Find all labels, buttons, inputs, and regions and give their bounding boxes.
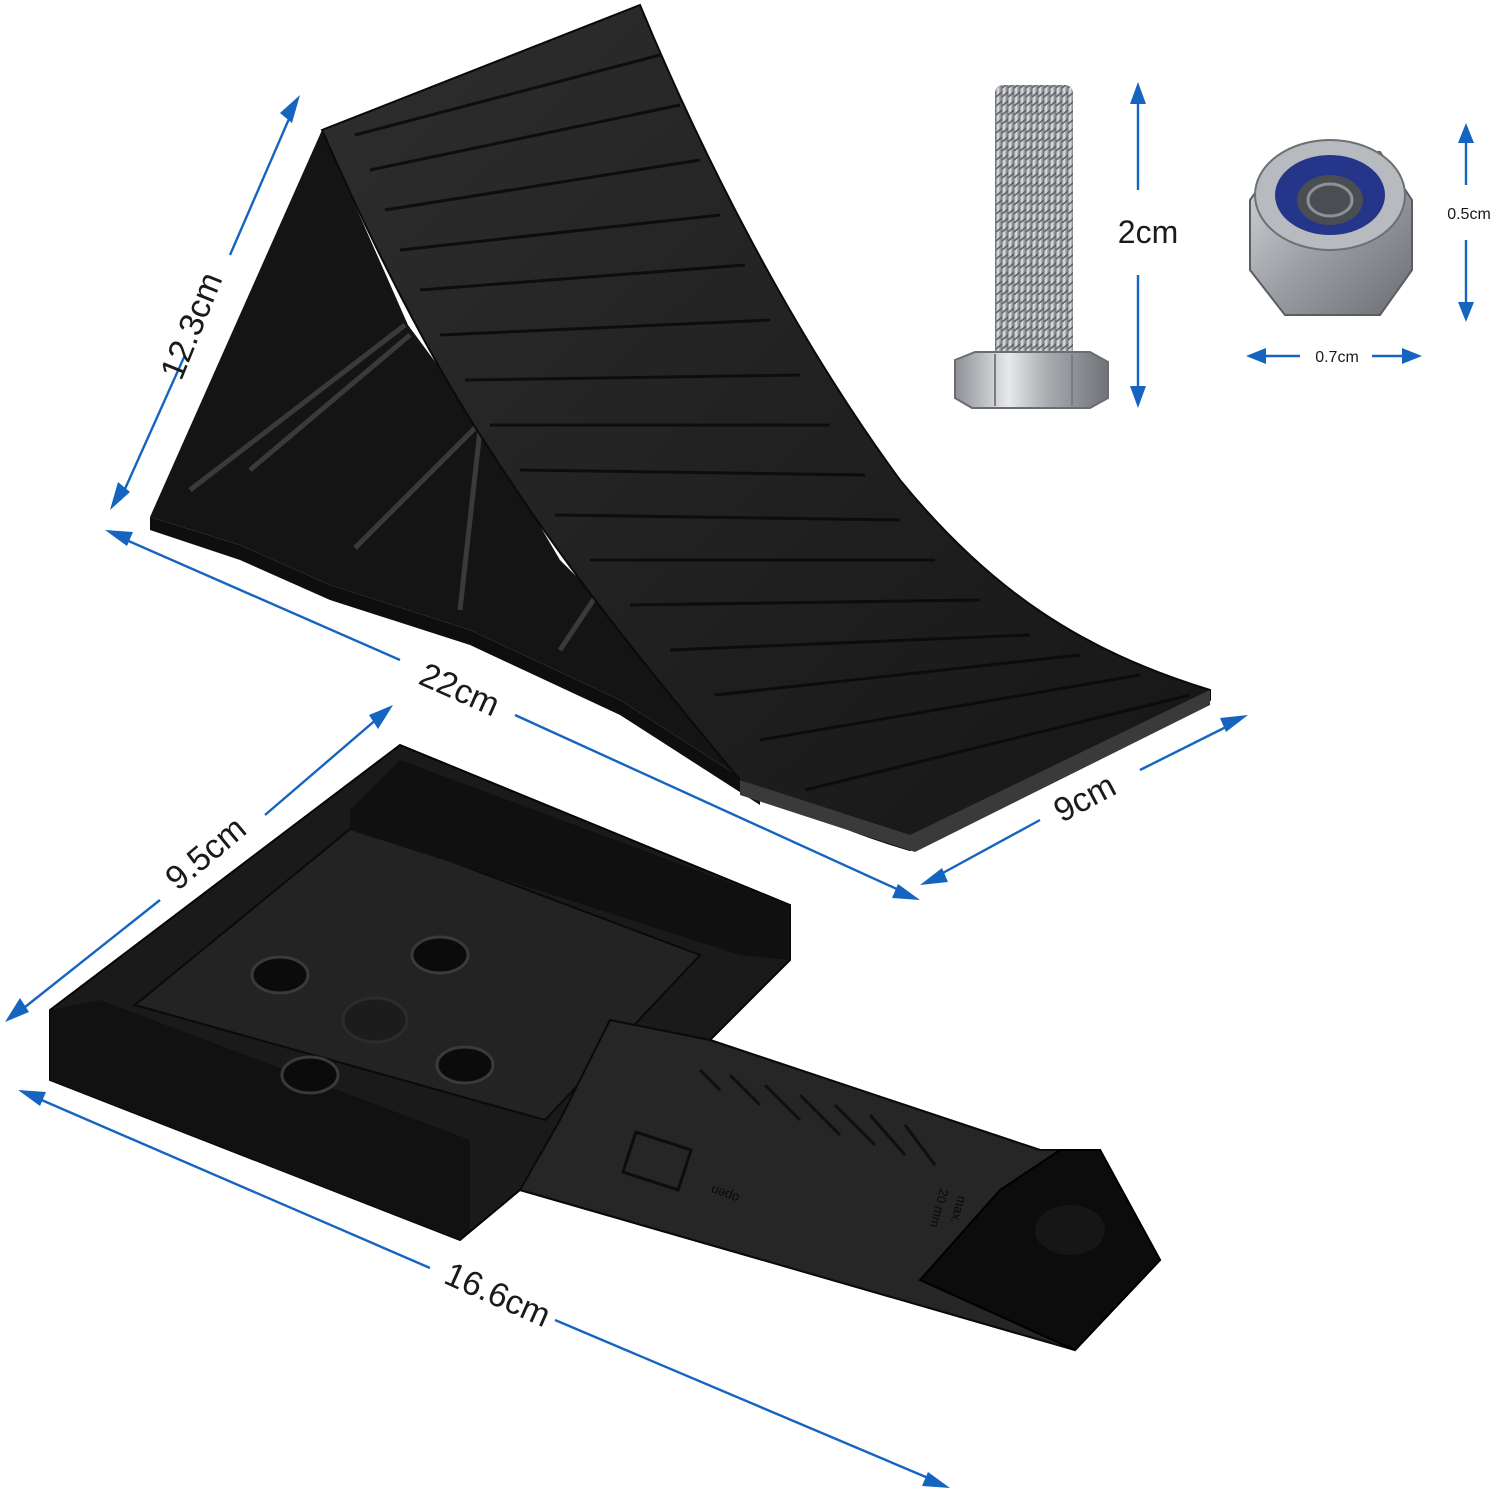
holder-max-label: max. (948, 1194, 970, 1225)
lock-nut (1249, 139, 1413, 316)
holder-rail-left (50, 1000, 470, 1240)
chock-ribs (188, 323, 603, 652)
holder-rubber-tip (918, 1149, 1162, 1352)
mounting-holes (250, 935, 495, 1095)
label-chock-length: 22cm (414, 656, 505, 725)
label-bolt-length: 2cm (1118, 214, 1178, 250)
chock-side-face (150, 130, 760, 790)
bolt-shank (995, 85, 1073, 360)
label-holder-length: 16.6cm (439, 1255, 556, 1335)
chock-base (150, 517, 760, 805)
chock-holder: max. 20 mm open (49, 743, 1162, 1352)
bolt-head (954, 351, 1109, 409)
holder-icon-box (621, 1130, 693, 1192)
chock-lip (740, 690, 1210, 852)
holder-rail-top (350, 760, 790, 960)
holder-tray (132, 823, 702, 1122)
dimension-lines (5, 82, 1474, 1488)
holder-hatch (698, 1068, 937, 1166)
bolt (954, 85, 1109, 409)
label-nut-width: 0.7cm (1315, 349, 1359, 366)
nut-hole (1297, 175, 1363, 225)
chock-grooves (354, 53, 1191, 792)
label-nut-height: 0.5cm (1447, 206, 1491, 223)
wheel-chock (150, 3, 1211, 852)
